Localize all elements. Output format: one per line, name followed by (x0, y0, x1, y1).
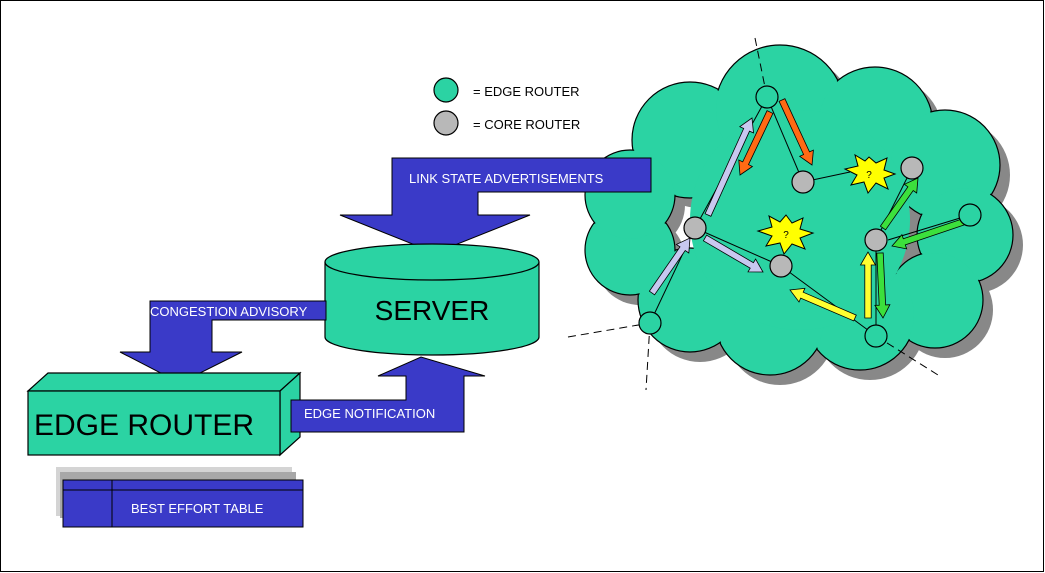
server-label: SERVER (375, 295, 490, 326)
edge-router-node[interactable] (755, 85, 779, 109)
link-state-label: LINK STATE ADVERTISEMENTS (409, 171, 604, 186)
edge-notification-label: EDGE NOTIFICATION (304, 406, 435, 421)
congestion-burst-1: ? (843, 153, 897, 195)
flow-arrow (879, 177, 919, 231)
edge-router-node[interactable] (864, 324, 888, 348)
core-router-node[interactable] (683, 216, 707, 240)
flow-arrow (704, 117, 754, 217)
flow-arrow (789, 287, 857, 322)
core-router-node[interactable] (900, 156, 924, 180)
edge-notification-arrow[interactable]: EDGE NOTIFICATION (290, 356, 486, 433)
core-router-node[interactable] (769, 254, 793, 278)
flow-arrow (738, 110, 774, 176)
flow-arrow (778, 98, 814, 166)
network-cloud (584, 44, 1023, 385)
flow-arrow (648, 237, 691, 296)
core-router-node[interactable] (791, 170, 815, 194)
best-effort-table-label: BEST EFFORT TABLE (131, 501, 264, 516)
legend-edge-router-icon (433, 77, 459, 103)
best-effort-table[interactable]: BEST EFFORT TABLE (56, 467, 304, 528)
legend-core-router-label: = CORE ROUTER (473, 117, 580, 132)
core-router-node[interactable] (864, 228, 888, 252)
legend: = EDGE ROUTER = CORE ROUTER (433, 77, 580, 136)
congestion-advisory-arrow[interactable]: CONGESTION ADVISORY (119, 300, 327, 384)
edge-router-box[interactable]: EDGE ROUTER (26, 371, 302, 457)
flow-arrow (702, 234, 764, 273)
congestion-mark-2: ? (783, 230, 789, 241)
flow-arrows (648, 98, 965, 322)
flow-arrow (891, 218, 965, 250)
congestion-mark-1: ? (866, 170, 872, 181)
congestion-burst-2: ? (756, 214, 815, 256)
edge-router-label: EDGE ROUTER (34, 409, 254, 442)
edge-router-node[interactable] (958, 203, 982, 227)
congestion-advisory-label: CONGESTION ADVISORY (150, 304, 308, 319)
link-state-arrow[interactable]: LINK STATE ADVERTISEMENTS (339, 157, 652, 254)
flow-arrow (859, 251, 877, 319)
legend-edge-router-label: = EDGE ROUTER (473, 84, 580, 99)
server[interactable]: SERVER (324, 243, 540, 356)
router-nodes (638, 85, 982, 348)
external-links (567, 37, 939, 391)
flow-arrow (874, 252, 891, 319)
legend-core-router-icon (433, 110, 459, 136)
edge-router-node[interactable] (638, 311, 662, 335)
